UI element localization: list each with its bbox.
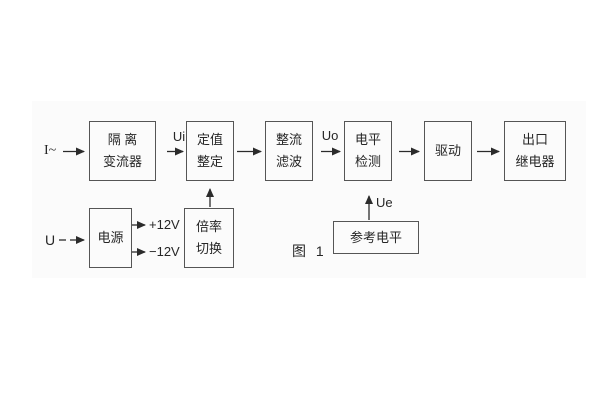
block-label-line: 切换 [195,241,222,256]
block-label-line: 定值 [196,132,223,147]
block-reference-level: 参考电平 [333,221,419,254]
block-ratio-switch: 倍率 切换 [184,208,234,268]
label-signal-uo: Uo [321,128,339,143]
block-label-line: 检测 [354,154,381,169]
block-label-line: 电源 [97,230,124,245]
block-rectifier-filter: 整流 滤波 [265,121,313,181]
block-isolation-converter: 隔 离 变流器 [89,121,156,181]
label-rail-minus12v: −12V [149,244,180,259]
label-signal-ue: Ue [376,195,393,210]
block-label-line: 出口 [521,132,548,147]
block-label-line: 电平 [354,132,381,147]
label-signal-ui: Ui [172,129,186,144]
block-label-line: 整定 [196,154,223,169]
block-label-line: 隔 离 [107,132,138,147]
block-level-detector: 电平 检测 [344,121,392,181]
block-label-line: 参考电平 [349,229,402,245]
label-input-current: I~ [44,143,57,158]
arrow-strokes [59,147,500,256]
block-label-line: 变流器 [102,154,142,169]
block-label-line: 倍率 [195,219,222,234]
block-label-line: 滤波 [275,154,302,169]
scan-background-area [32,101,586,278]
block-power-supply: 电源 [89,208,132,268]
label-input-voltage: U [45,232,56,248]
block-driver: 驱动 [424,121,472,181]
block-setting-adjust: 定值 整定 [186,121,234,181]
block-label-line: 整流 [275,132,302,147]
block-label-line: 继电器 [515,154,555,169]
block-output-relay: 出口 继电器 [504,121,566,181]
block-label-line: 驱动 [434,143,461,158]
label-rail-plus12v: +12V [149,217,180,232]
figure-caption: 图 1 [292,243,327,259]
